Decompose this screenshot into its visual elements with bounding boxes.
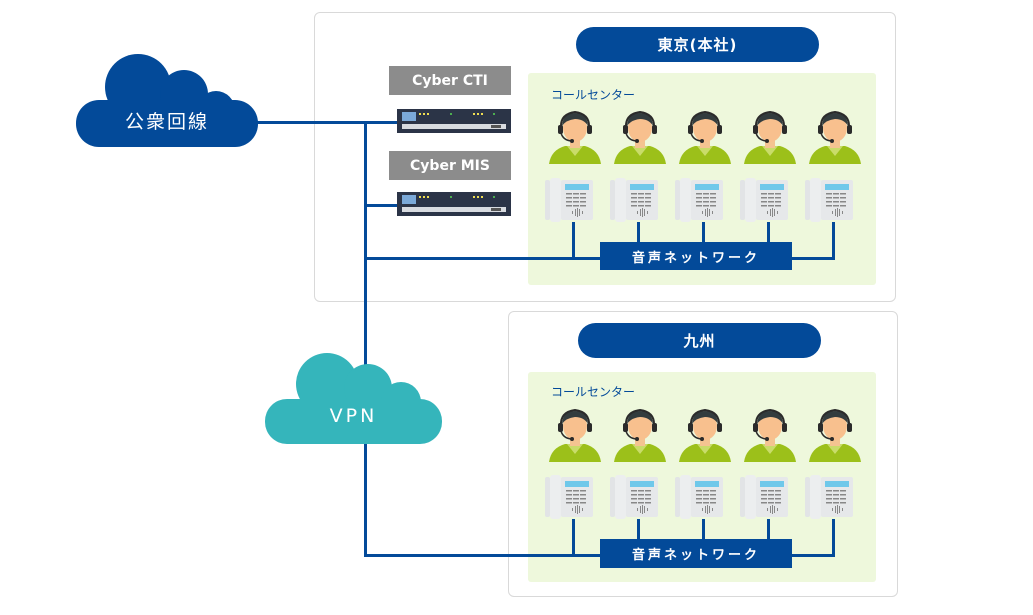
desk-phone-icon (805, 178, 855, 228)
phone-drop-line (637, 519, 640, 540)
desk-phone-icon (545, 178, 595, 228)
agent-icon (807, 110, 863, 168)
voice-network-right-line (792, 554, 835, 557)
desk-phone-icon (675, 475, 725, 525)
cloud-icon (265, 353, 442, 444)
cyber-cti-label: Cyber CTI (389, 66, 511, 95)
cloud-icon (76, 54, 258, 147)
public-network-line (255, 121, 398, 124)
tokyo-voice-network: 音声ネットワーク (600, 242, 792, 270)
phone-drop-line (832, 519, 835, 557)
cyber-mis-server (397, 192, 511, 220)
agent-icon (677, 110, 733, 168)
phone-drop-line (637, 222, 640, 243)
desk-phone-icon (805, 475, 855, 525)
agent-icon (612, 408, 668, 466)
tokyo-site-title: 東京(本社) (576, 27, 819, 62)
desk-phone-icon (740, 178, 790, 228)
phone-drop-line (572, 222, 575, 260)
desk-phone-icon (545, 475, 595, 525)
agent-icon (807, 408, 863, 466)
server-icon (397, 109, 511, 133)
kyushu-call-center-label: コールセンター (551, 385, 636, 399)
agent-icon (677, 408, 733, 466)
agent-icon (742, 408, 798, 466)
desk-phone-icon (610, 178, 660, 228)
phone-drop-line (572, 519, 575, 557)
agent-icon (547, 408, 603, 466)
mis-connect-line (364, 204, 398, 207)
backbone-vertical-line (364, 121, 367, 557)
phone-drop-line (767, 519, 770, 540)
desk-phone-icon (610, 475, 660, 525)
tokyo-network-line (364, 257, 600, 260)
tokyo-call-center-label: コールセンター (551, 88, 636, 102)
vpn-label: VPN (329, 405, 378, 427)
vpn-cloud: VPN (265, 350, 442, 445)
desk-phone-icon (675, 178, 725, 228)
phone-drop-line (702, 519, 705, 540)
phone-drop-line (702, 222, 705, 243)
phone-drop-line (767, 222, 770, 243)
kyushu-voice-network: 音声ネットワーク (600, 539, 792, 568)
public-network-label: 公衆回線 (124, 110, 209, 133)
phone-drop-line (832, 222, 835, 260)
agent-icon (547, 110, 603, 168)
voice-network-right-line (792, 257, 835, 260)
agent-icon (742, 110, 798, 168)
cyber-cti-server (397, 109, 511, 137)
kyushu-site-title: 九州 (578, 323, 821, 358)
kyushu-network-line (364, 554, 600, 557)
public-network-cloud: 公衆回線 (76, 52, 258, 147)
desk-phone-icon (740, 475, 790, 525)
agent-icon (612, 110, 668, 168)
server-icon (397, 192, 511, 216)
cyber-mis-label: Cyber MIS (389, 151, 511, 180)
